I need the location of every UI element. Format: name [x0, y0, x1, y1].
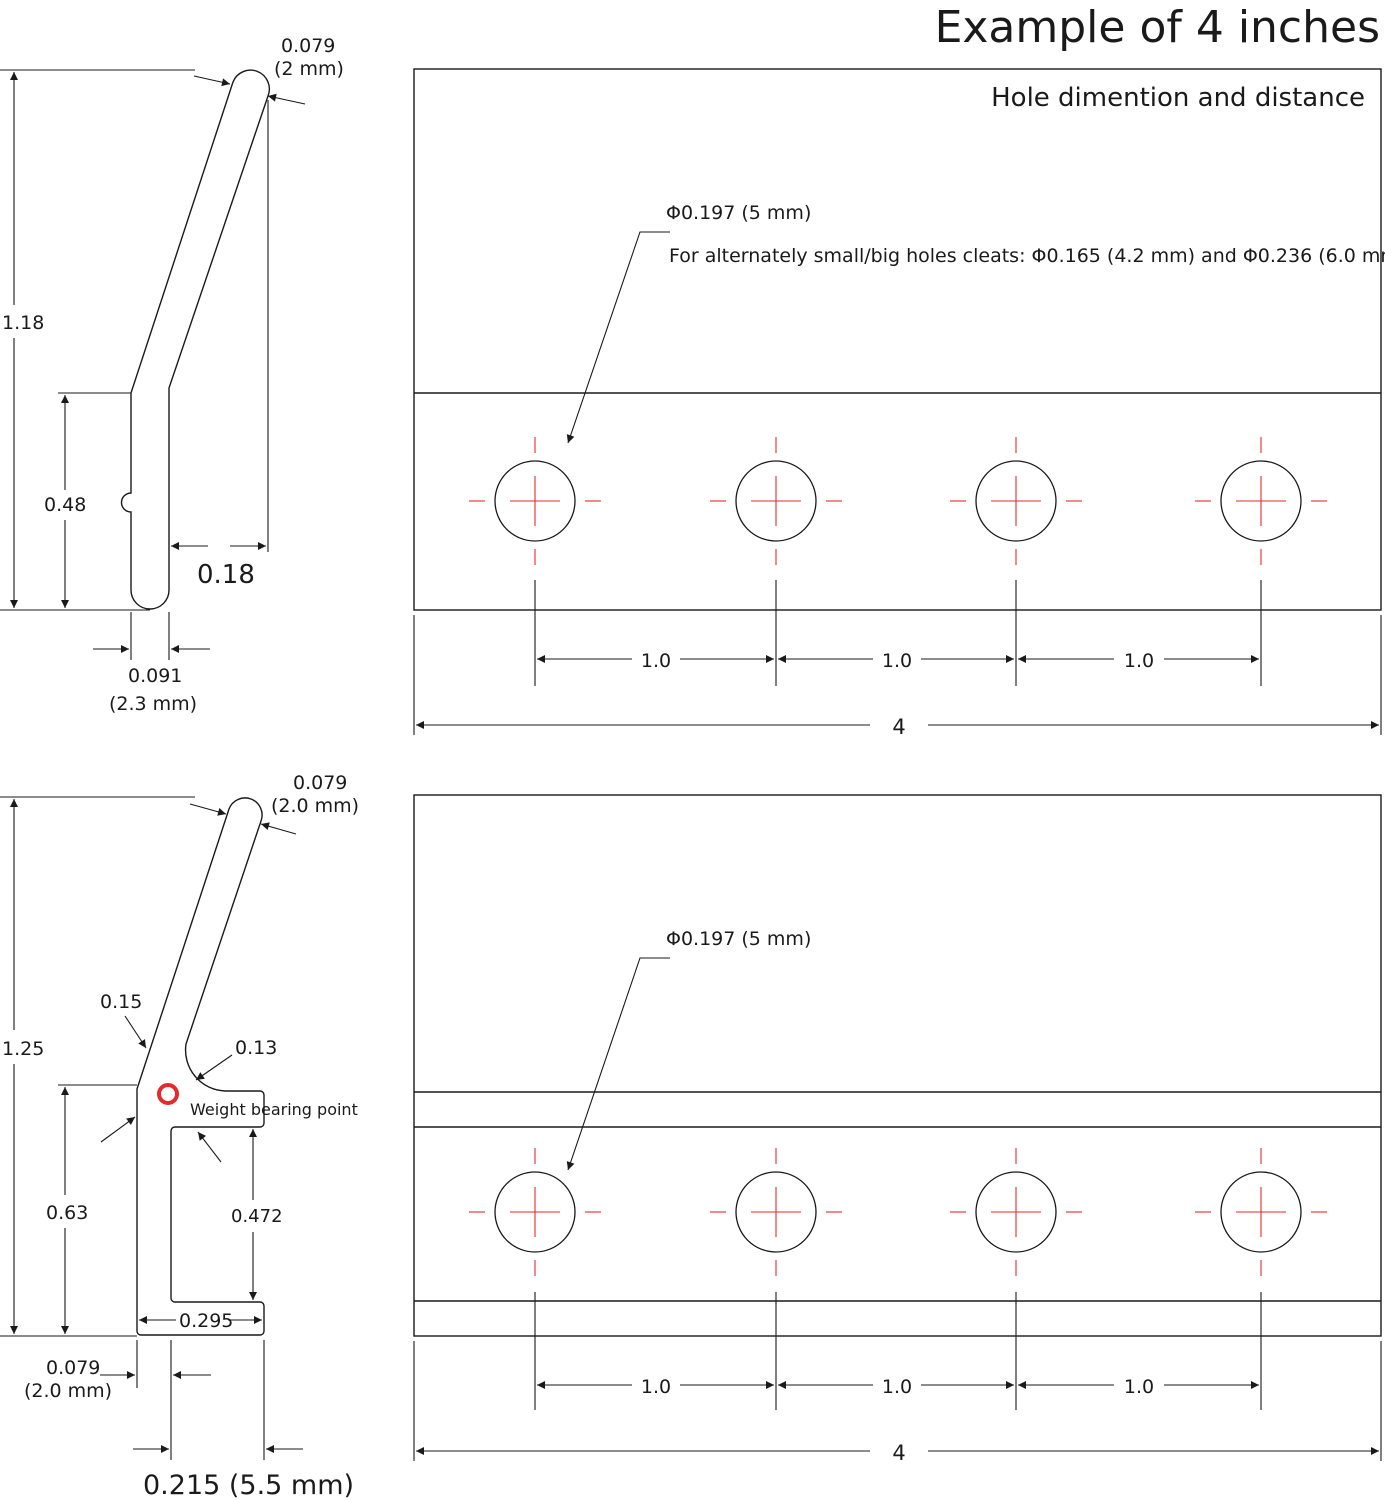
dim-slot-height: 0.472: [231, 1206, 283, 1227]
spacing-label: 1.0: [641, 650, 671, 672]
page-title: Example of 4 inches: [935, 2, 1380, 53]
spacing-label: 1.0: [1124, 650, 1154, 672]
hole: [1195, 437, 1327, 565]
overall-length: 4: [892, 715, 905, 739]
hole-circle: [1220, 460, 1302, 542]
top-panel-frame: [413, 68, 1382, 611]
hole-note: For alternately small/big holes cleats: …: [669, 245, 1385, 267]
hole: [1195, 1148, 1327, 1276]
hole: [710, 437, 842, 565]
top-profile-outline: [120, 69, 271, 610]
hole-circle: [975, 1171, 1057, 1253]
hole: [469, 1148, 601, 1276]
dim-tip: 0.079: [293, 772, 347, 794]
spacing-label: 1.0: [882, 1376, 912, 1398]
dim-tip-mm: (2.0 mm): [271, 795, 359, 817]
panel-heading: Hole dimention and distance: [991, 83, 1365, 113]
hole-callout: Φ0.197 (5 mm): [666, 202, 811, 224]
top-panel: Hole dimention and distance Φ0.197 (5 mm…: [413, 68, 1385, 739]
hole-circle: [494, 460, 576, 542]
dim-base-mm: (2.3 mm): [109, 693, 197, 715]
hole-circle: [735, 1171, 817, 1253]
dim-radius-inner: 0.13: [235, 1037, 277, 1059]
hole-row: [469, 1148, 1327, 1276]
bottom-panel-frame: [413, 794, 1382, 1337]
dim-slot-width: 0.295: [179, 1310, 233, 1332]
weight-point-icon: [157, 1083, 179, 1105]
dim-lower-height: 0.63: [46, 1202, 88, 1224]
bottom-panel: Φ0.197 (5 mm) 1.0 1.0 1.0 4: [413, 794, 1382, 1465]
hole-row: [469, 437, 1327, 565]
hole-circle: [735, 460, 817, 542]
dim-thickness: 0.079: [46, 1357, 100, 1379]
dim-thickness-mm: (2.0 mm): [24, 1380, 112, 1402]
hole-circle: [494, 1171, 576, 1253]
dim-width: 0.18: [197, 560, 255, 590]
hole: [710, 1148, 842, 1276]
dim-base: 0.091: [128, 665, 182, 687]
hole: [950, 1148, 1082, 1276]
overall-length: 4: [892, 1441, 905, 1465]
dim-tip: 0.079: [281, 35, 335, 57]
dim-height: 1.18: [2, 312, 44, 334]
dim-height: 1.25: [2, 1038, 44, 1060]
bottom-profile-outline: [136, 797, 265, 1336]
hole-circle: [975, 460, 1057, 542]
bottom-profile: Weight bearing point 1.25 0.63 0.472 0.2…: [0, 772, 359, 1500]
hole: [950, 437, 1082, 565]
spacing-label: 1.0: [1124, 1376, 1154, 1398]
spacing-label: 1.0: [882, 650, 912, 672]
weight-label: Weight bearing point: [190, 1100, 358, 1119]
dim-width: 0.215 (5.5 mm): [143, 1470, 354, 1500]
dim-tip-mm: (2 mm): [274, 58, 344, 80]
dim-radius-outer: 0.15: [100, 991, 142, 1013]
hole: [469, 437, 601, 565]
hole-circle: [1220, 1171, 1302, 1253]
dim-lower-height: 0.48: [44, 494, 86, 516]
spacing-label: 1.0: [641, 1376, 671, 1398]
hole-callout: Φ0.197 (5 mm): [666, 928, 811, 950]
top-profile: 1.18 0.48 0.18 0.091 (2.3 mm) 0.079 (2 m…: [0, 35, 344, 715]
